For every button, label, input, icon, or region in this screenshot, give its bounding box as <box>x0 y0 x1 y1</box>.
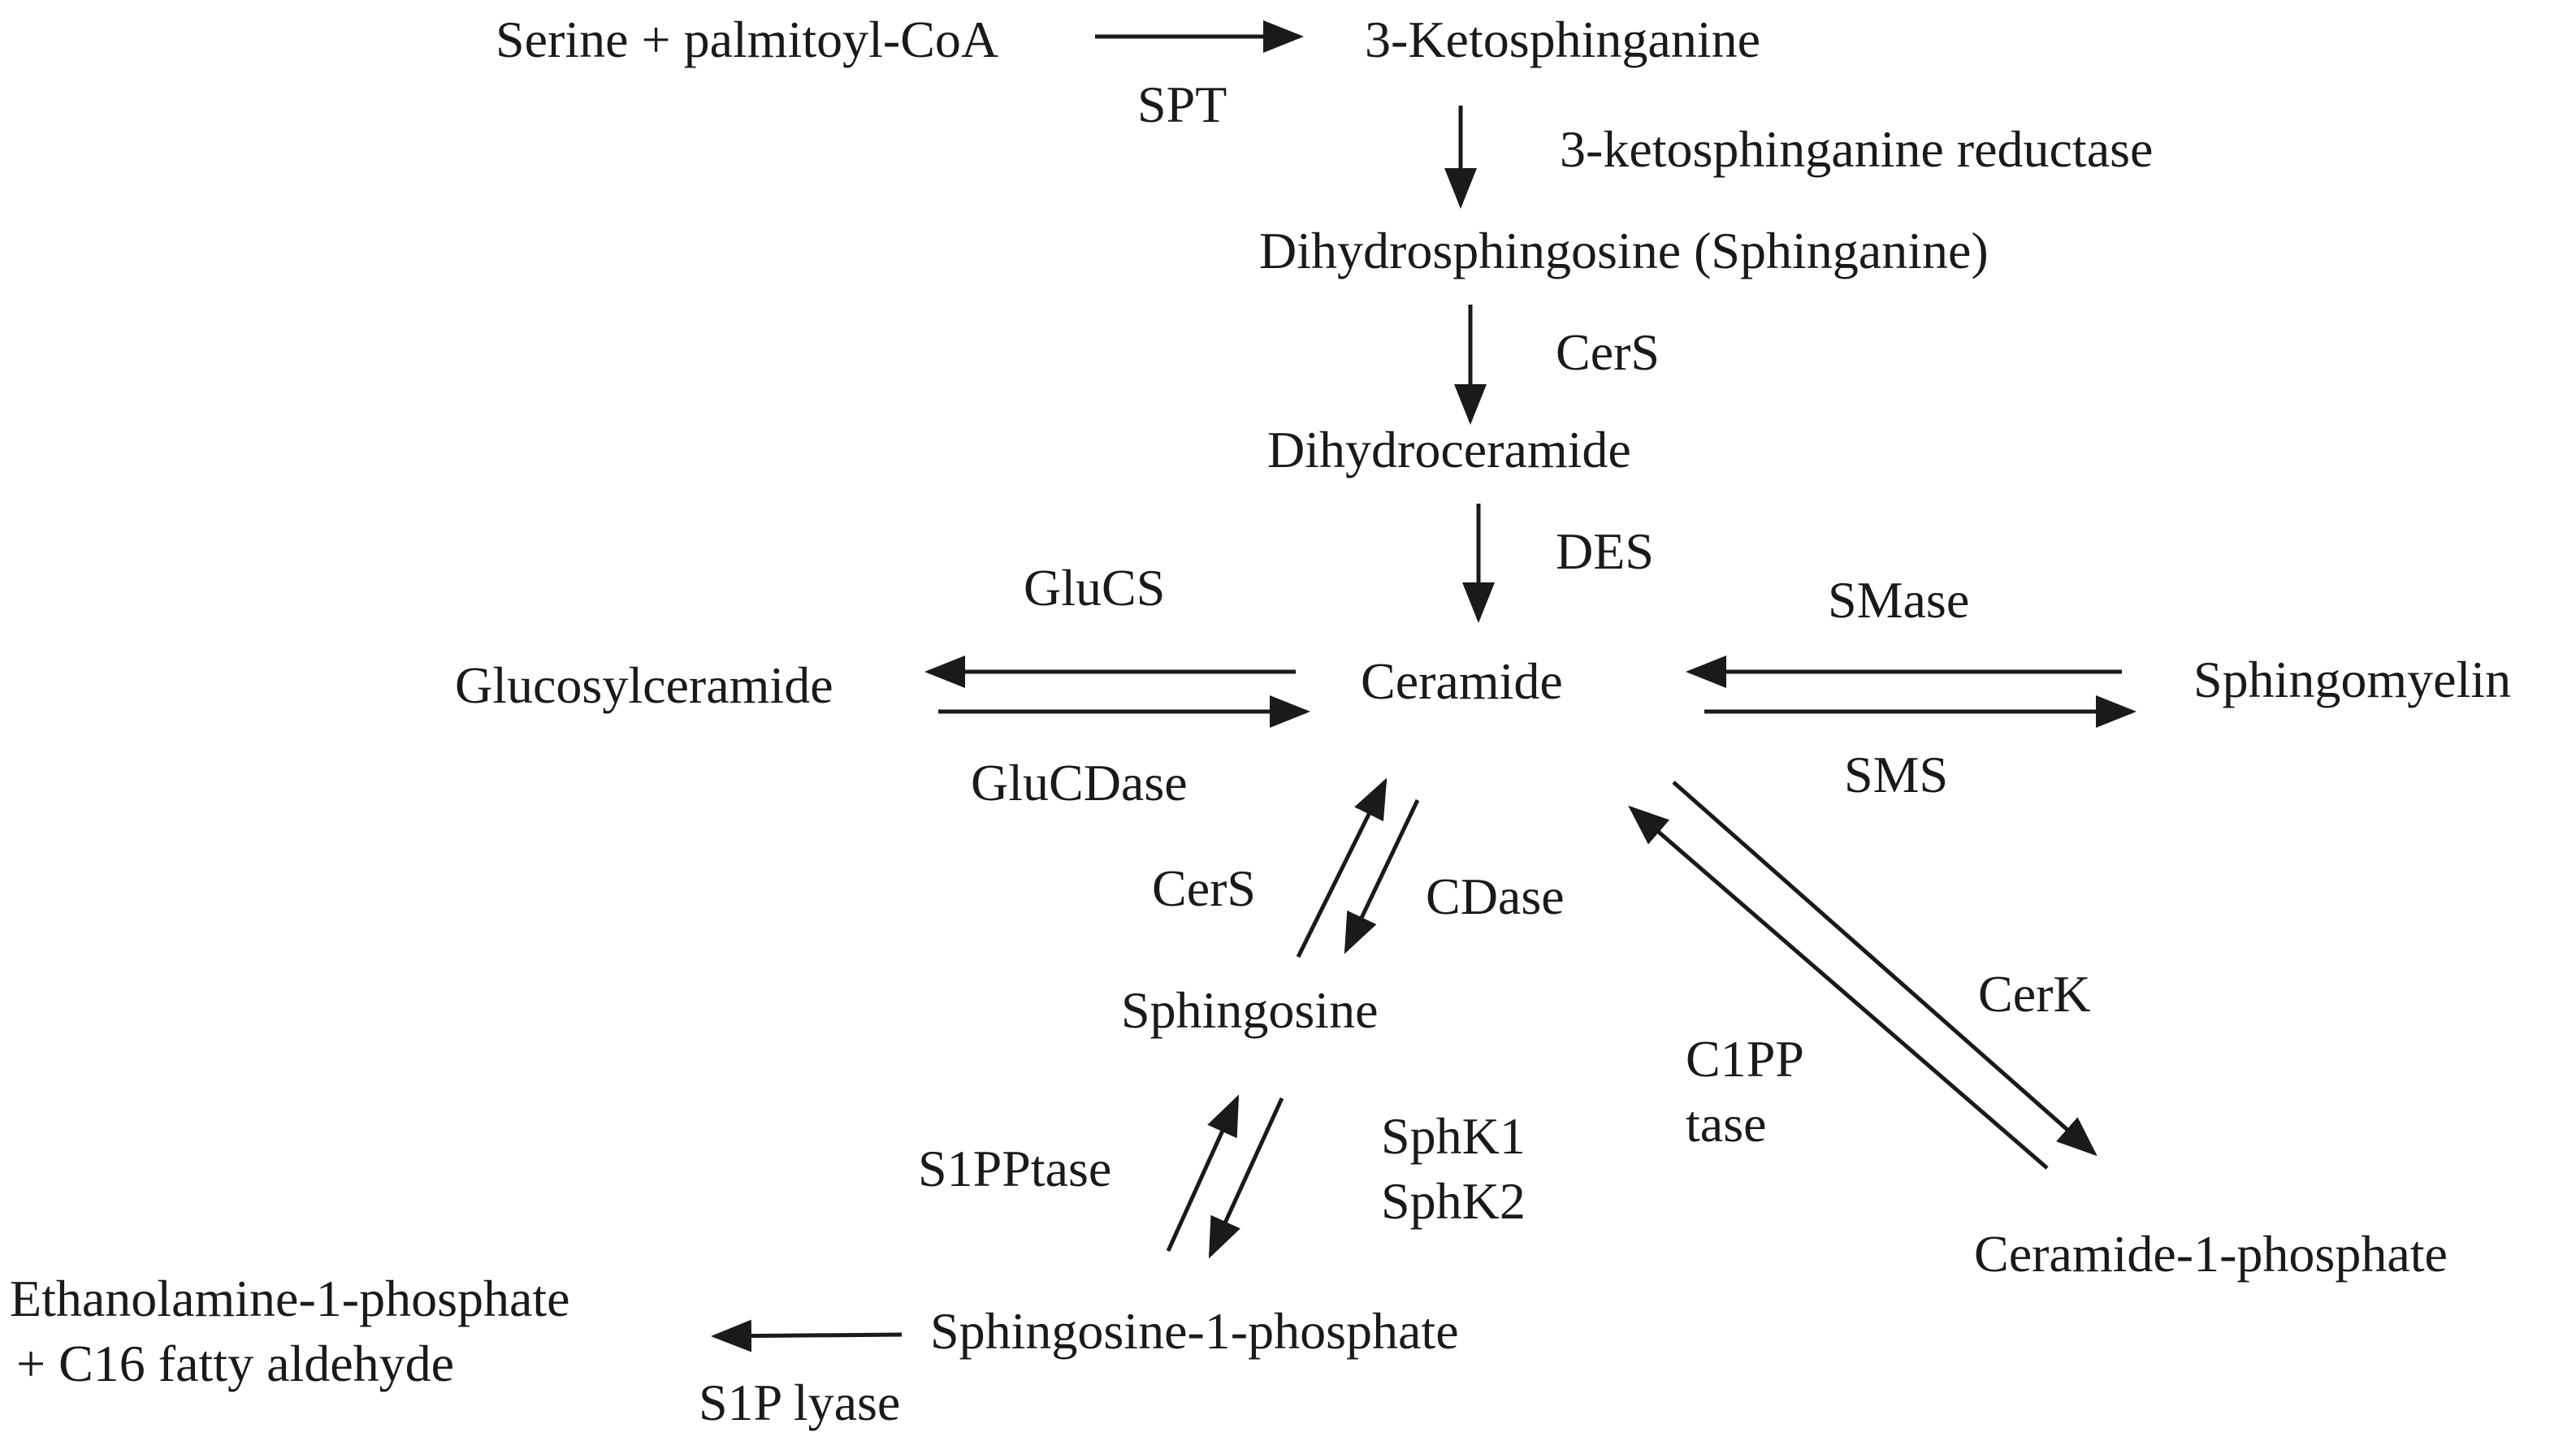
enzyme-smase: SMase <box>1828 571 1969 629</box>
enzyme-3-ketosphinganine-reductase: 3-ketosphinganine reductase <box>1560 120 2153 178</box>
enzyme-cers-upper: CerS <box>1556 323 1660 381</box>
enzyme-sphk2: SphK2 <box>1381 1172 1526 1230</box>
node-sphingosine-1-phosphate: Sphingosine-1-phosphate <box>930 1302 1459 1360</box>
enzyme-s1pptase: S1PPtase <box>918 1140 1111 1197</box>
enzyme-des: DES <box>1556 522 1654 580</box>
enzyme-spt: SPT <box>1137 76 1227 133</box>
arrow-s1p-to-sphingosine <box>1166 1094 1240 1253</box>
enzyme-cers-lower: CerS <box>1152 859 1256 917</box>
enzyme-glucdase: GluCDase <box>971 754 1188 811</box>
node-c16-fatty-aldehyde: + C16 fatty aldehyde <box>16 1335 454 1392</box>
enzyme-cdase: CDase <box>1426 868 1565 925</box>
node-sphingosine: Sphingosine <box>1121 981 1378 1039</box>
node-3-ketosphinganine: 3-Ketosphinganine <box>1365 11 1760 68</box>
node-serine-palmitoyl-coa: Serine + palmitoyl-CoA <box>496 11 998 68</box>
node-ceramide-1-phosphate: Ceramide-1-phosphate <box>1974 1225 2448 1283</box>
arrow-sphingosine-to-s1p <box>1208 1097 1284 1259</box>
enzyme-c1pptase-line1: C1PP <box>1686 1030 1804 1088</box>
arrow-ceramide-to-ceramide-1-phosphate <box>1672 781 2098 1157</box>
arrow-ceramide-1-phosphate-to-ceramide <box>1628 805 2049 1170</box>
node-sphingomyelin: Sphingomyelin <box>2193 651 2511 708</box>
node-ethanolamine-1-phosphate: Ethanolamine-1-phosphate <box>10 1270 570 1327</box>
enzyme-cerk: CerK <box>1978 965 2091 1023</box>
enzyme-sphk1: SphK1 <box>1381 1107 1526 1165</box>
node-ceramide: Ceramide <box>1361 652 1563 710</box>
node-dihydroceramide: Dihydroceramide <box>1267 421 1631 478</box>
node-dihydrosphingosine: Dihydrosphingosine (Sphinganine) <box>1259 222 1989 279</box>
enzyme-glucs: GluCS <box>1024 559 1165 617</box>
arrow-s1p-to-ethanolamine <box>711 1319 903 1352</box>
enzyme-c1pptase-line2: tase <box>1686 1095 1767 1153</box>
arrow-sphingosine-to-ceramide <box>1296 777 1388 959</box>
enzyme-sms: SMS <box>1844 746 1948 803</box>
arrow-ceramide-to-sphingosine <box>1344 798 1420 954</box>
enzyme-s1p-lyase: S1P lyase <box>699 1374 900 1431</box>
node-glucosylceramide: Glucosylceramide <box>455 656 833 714</box>
